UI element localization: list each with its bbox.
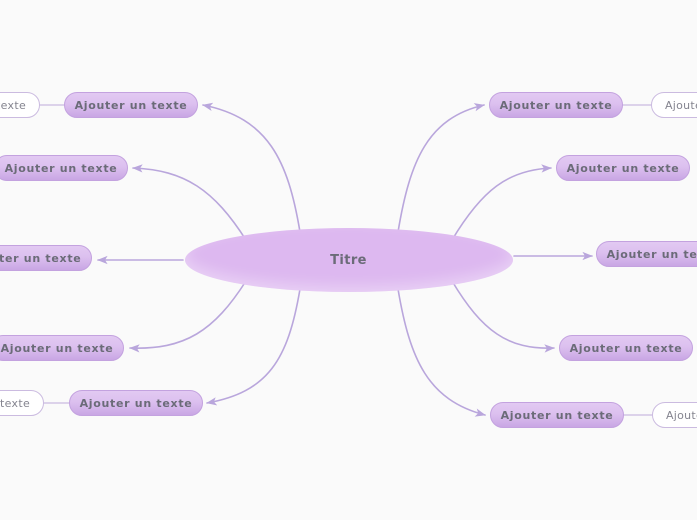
branch-node-label: Ajouter un texte — [566, 161, 680, 175]
branch-connector — [206, 288, 301, 406]
branch-node-left-4[interactable]: Ajouter un texte — [0, 335, 124, 361]
branch-node-left-1[interactable]: Ajouter un texte — [64, 92, 198, 118]
branch-node-label: Ajouter un texte — [79, 396, 193, 410]
leaf-node-label: Ajouter un texte — [665, 408, 697, 422]
branch-node-label: Ajouter un texte — [0, 251, 82, 265]
branch-node-label: Ajouter un texte — [500, 408, 614, 422]
leaf-node-label: Ajouter un texte — [664, 98, 697, 112]
branch-node-label: Ajouter un texte — [4, 161, 118, 175]
branch-node-left-5[interactable]: Ajouter un texte — [69, 390, 203, 416]
branch-node-left-3[interactable]: Ajouter un texte — [0, 245, 92, 271]
branch-connector — [451, 164, 552, 241]
branch-node-label: Ajouter un texte — [569, 341, 683, 355]
branch-connector — [202, 102, 301, 233]
branch-node-right-1[interactable]: Ajouter un texte — [489, 92, 623, 118]
branch-node-right-3[interactable]: Ajouter un texte — [596, 241, 697, 267]
leaf-node-leaf-bottom-right[interactable]: Ajouter un texte — [652, 402, 697, 428]
root-node[interactable]: Titre — [184, 228, 513, 292]
branch-node-label: Ajouter un texte — [499, 98, 613, 112]
branch-node-label: Ajouter un texte — [606, 247, 697, 261]
leaf-node-leaf-top-right[interactable]: Ajouter un texte — [651, 92, 697, 118]
branch-connector — [451, 280, 555, 353]
leaf-node-label: Ajouter un texte — [0, 98, 27, 112]
branch-node-label: Ajouter un texte — [74, 98, 188, 112]
branch-connector — [397, 288, 486, 417]
branch-node-right-2[interactable]: Ajouter un texte — [556, 155, 690, 181]
branch-connector — [397, 103, 485, 233]
leaf-node-leaf-top-left[interactable]: Ajouter un texte — [0, 92, 40, 118]
branch-node-left-2[interactable]: Ajouter un texte — [0, 155, 128, 181]
branch-node-right-5[interactable]: Ajouter un texte — [490, 402, 624, 428]
branch-node-right-4[interactable]: Ajouter un texte — [559, 335, 693, 361]
leaf-node-leaf-bottom-left[interactable]: Ajouter un texte — [0, 390, 44, 416]
branch-connector — [132, 164, 247, 241]
branch-connector — [129, 280, 247, 353]
root-node-label: Titre — [330, 252, 367, 268]
leaf-node-label: Ajouter un texte — [0, 396, 31, 410]
branch-node-label: Ajouter un texte — [0, 341, 114, 355]
